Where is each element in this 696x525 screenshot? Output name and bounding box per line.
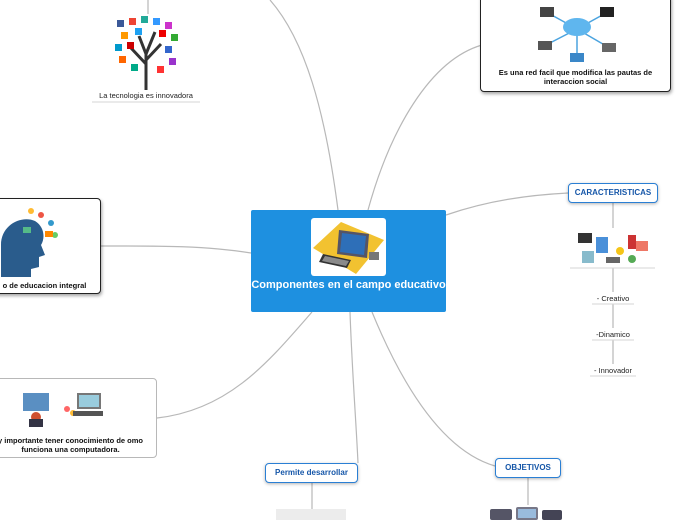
computer-users-icon <box>21 389 105 427</box>
head-silhouette-icon <box>1 205 61 277</box>
link-network <box>367 44 483 211</box>
permite-desarrollar-tag[interactable]: Permite desarrollar <box>265 463 358 483</box>
caracteristicas-tag[interactable]: CARACTERISTICAS <box>568 183 658 203</box>
integral-label: o de educacion integral <box>2 281 87 290</box>
tech-collage-icon <box>576 229 650 267</box>
caracteristica-item: - Creativo <box>596 294 630 303</box>
central-title: Componentes en el campo educativo <box>251 279 446 291</box>
permite-child-image <box>276 509 346 520</box>
computer-node[interactable]: y importante tener conocimiento de omo f… <box>0 378 157 458</box>
link-objetivos <box>371 311 496 467</box>
link-permite <box>349 311 359 464</box>
link-tech-tree <box>269 0 339 211</box>
social-media-tree-icon <box>109 14 183 90</box>
caracteristica-item: - Innovador <box>594 366 632 375</box>
link-caracteristicas <box>445 192 569 216</box>
network-node[interactable]: Es una red facil que modifica las pautas… <box>480 0 671 92</box>
objetivos-tag[interactable]: OBJETIVOS <box>495 458 561 478</box>
central-topic[interactable]: Componentes en el campo educativo <box>251 210 446 312</box>
cloud-network-icon <box>536 3 618 63</box>
link-computer <box>156 311 313 419</box>
caracteristica-item: -Dinamico <box>596 330 630 339</box>
network-label: Es una red facil que modifica las pautas… <box>498 68 653 86</box>
devices-icon <box>488 505 564 520</box>
integral-node[interactable]: o de educacion integral <box>0 198 101 294</box>
link-integral <box>99 245 252 254</box>
tech-tree-label: La tecnologia es innovadora <box>99 91 193 100</box>
computer-monitor-icon <box>311 218 386 276</box>
computer-label: y importante tener conocimiento de omo f… <box>0 436 144 454</box>
